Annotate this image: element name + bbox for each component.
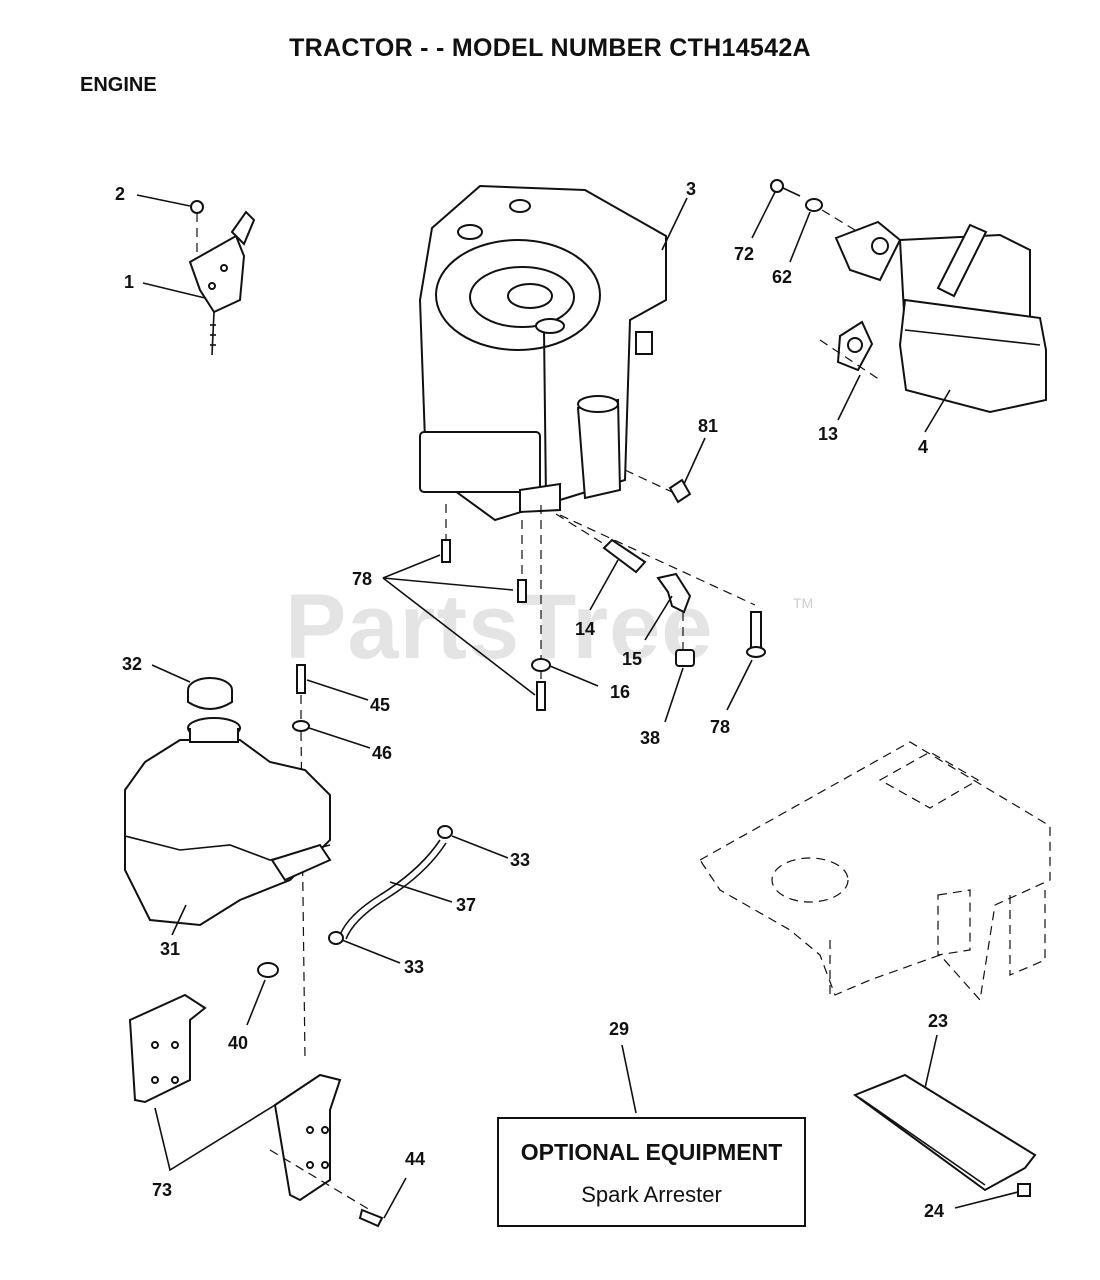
- part-screw-2: [190, 200, 204, 255]
- callout-46: 46: [372, 743, 393, 763]
- optional-equipment-box: OPTIONAL EQUIPMENT Spark Arrester: [497, 1117, 806, 1227]
- callout-13: 13: [818, 424, 839, 444]
- part-bolt-45: [296, 664, 306, 720]
- callout-1: 1: [124, 272, 135, 292]
- callout-29: 29: [609, 1019, 630, 1039]
- part-screw-24: [1017, 1183, 1031, 1197]
- part-plate-23: [852, 1073, 1037, 1192]
- callout-3: 3: [686, 179, 697, 199]
- callout-45: 45: [370, 695, 391, 715]
- optional-equipment-item: Spark Arrester: [581, 1182, 722, 1207]
- callout-2: 2: [115, 184, 126, 204]
- optional-equipment-title: OPTIONAL EQUIPMENT: [520, 1139, 783, 1165]
- callout-81: 81: [698, 416, 719, 436]
- part-washer-16: [531, 658, 551, 672]
- callout-33-upper: 33: [510, 850, 531, 870]
- callout-33-lower: 33: [404, 957, 425, 977]
- part-engine: [418, 184, 667, 522]
- part-throttle-control: [188, 210, 256, 356]
- part-hose-14: [555, 513, 647, 574]
- callout-4: 4: [918, 437, 929, 457]
- part-fuel-line: [339, 839, 447, 940]
- callout-40: 40: [228, 1033, 249, 1053]
- part-muffler: [834, 220, 1047, 414]
- part-bolt-44: [358, 1208, 384, 1228]
- callout-38: 38: [640, 728, 661, 748]
- part-clamp-33-upper: [437, 825, 453, 839]
- part-spacer-40: [257, 962, 279, 978]
- watermark-tm: TM: [793, 595, 814, 611]
- callout-24: 24: [924, 1201, 945, 1221]
- part-plug-81: [624, 469, 692, 504]
- callout-37: 37: [456, 895, 477, 915]
- tractor-frame: [699, 741, 1051, 1002]
- part-cap-38: [675, 649, 695, 667]
- alignment-lines-engine: [445, 504, 756, 700]
- callout-32: 32: [122, 654, 143, 674]
- callout-14: 14: [575, 619, 596, 639]
- part-bracket-73-right: [269, 1073, 371, 1211]
- callout-78-left: 78: [352, 569, 373, 589]
- callout-62: 62: [772, 267, 793, 287]
- part-fuel-tank: [124, 717, 332, 927]
- watermark: PartsTree: [285, 576, 714, 678]
- section-heading: ENGINE: [80, 74, 157, 96]
- callout-72: 72: [734, 244, 755, 264]
- part-bolts-78: [441, 539, 766, 711]
- leader-lines: [136, 191, 1019, 1219]
- callout-73: 73: [152, 1180, 173, 1200]
- part-fuel-cap: [187, 677, 233, 710]
- callout-44: 44: [405, 1149, 426, 1169]
- part-bracket-73-left: [128, 993, 207, 1104]
- callout-78-right: 78: [710, 717, 731, 737]
- part-elbow-15: [656, 572, 692, 650]
- callout-31: 31: [160, 939, 181, 959]
- part-gasket-13: [819, 320, 881, 381]
- part-clamp-33-lower: [328, 931, 344, 945]
- callout-16: 16: [610, 682, 631, 702]
- part-washer-46: [292, 720, 310, 1061]
- part-washer-62: [805, 198, 869, 239]
- page-title: TRACTOR - - MODEL NUMBER CTH14542A: [289, 34, 811, 62]
- callout-15: 15: [622, 649, 643, 669]
- part-bolt-72: [770, 179, 801, 197]
- callout-23: 23: [928, 1011, 949, 1031]
